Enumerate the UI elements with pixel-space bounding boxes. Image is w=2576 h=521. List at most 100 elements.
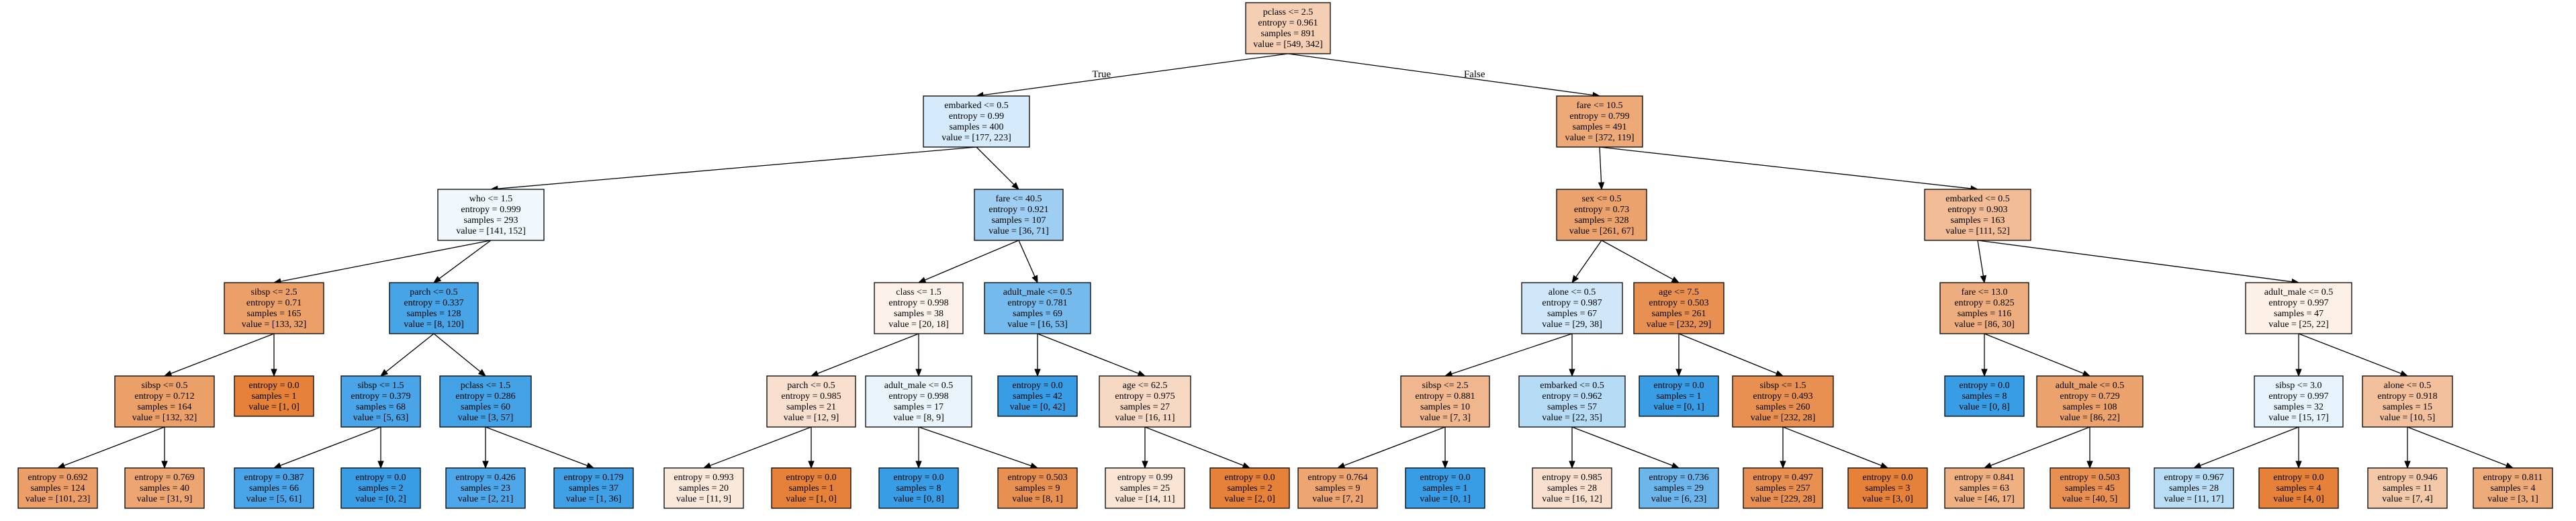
node-adult-male-text: adult_male <= 0.5 xyxy=(884,381,954,391)
true-branch-label: True xyxy=(1092,69,1111,80)
node-samples-text: samples = 42 xyxy=(1013,391,1062,401)
arrowhead-n9-n20 xyxy=(915,369,922,377)
arrowhead-n11-n24 xyxy=(1569,369,1575,377)
node-samples-text: samples = 107 xyxy=(992,216,1046,226)
node-value-text: value = [229, 28] xyxy=(1751,494,1816,504)
node-value-text: value = [101, 23] xyxy=(26,494,91,504)
node-samples-text: samples = 27 xyxy=(1120,402,1170,412)
node-box xyxy=(2254,375,2344,428)
node-value-text: value = [22, 35] xyxy=(1542,413,1602,423)
node-entropy-text: entropy = 0.975 xyxy=(1115,391,1175,401)
arrowhead-n20-n39 xyxy=(915,461,922,469)
node-entropy-text: entropy = 0.0 xyxy=(1862,473,1913,483)
node-pclass-text: pclass <= 1.5 xyxy=(461,381,511,391)
node-samples-text: samples = 2 xyxy=(1228,483,1273,493)
node-entropy-text: entropy = 0.0 xyxy=(1653,381,1704,391)
node-fare-text: fare <= 10.5 xyxy=(1576,101,1622,111)
edge-n30-n54 xyxy=(2407,426,2507,466)
node-entropy-text: entropy = 0.985 xyxy=(1542,473,1602,483)
node-entropy-text: entropy = 0.962 xyxy=(1542,391,1602,401)
node-sibsp-text: sibsp <= 2.5 xyxy=(1422,381,1468,391)
arrowhead-n24-n45 xyxy=(1569,461,1575,469)
node-box xyxy=(553,467,634,509)
node-entropy-text: entropy = 0.881 xyxy=(1415,391,1475,401)
edge-n11-n23 xyxy=(1451,333,1573,375)
node-samples-text: samples = 8 xyxy=(896,483,941,493)
node-box xyxy=(874,282,964,334)
node-samples-text: samples = 23 xyxy=(461,483,510,493)
edge-n8-n18 xyxy=(433,333,481,373)
node-entropy-text: entropy = 0.692 xyxy=(28,473,87,483)
edge-n3-n8 xyxy=(439,240,492,279)
node-fare-text: fare <= 13.0 xyxy=(1961,287,2007,297)
node-samples-text: samples = 8 xyxy=(1962,391,2007,401)
node-value-text: value = [4, 0] xyxy=(2273,494,2324,504)
node-samples-text: samples = 1 xyxy=(789,483,834,493)
node-box xyxy=(1743,467,1823,509)
node-entropy-text: entropy = 0.825 xyxy=(1954,298,2014,308)
node-embarked-text: embarked <= 0.5 xyxy=(1945,194,2009,204)
node-samples-text: samples = 1 xyxy=(252,391,297,401)
node-sibsp-text: sibsp <= 2.5 xyxy=(250,287,297,297)
node-alone-text: alone <= 0.5 xyxy=(1549,287,1596,297)
node-samples-text: samples = 400 xyxy=(950,122,1004,132)
node-entropy-text: entropy = 0.736 xyxy=(1649,473,1708,483)
node-samples-text: samples = 4 xyxy=(2491,483,2536,493)
node-samples-text: samples = 63 xyxy=(1960,483,2009,493)
node-samples-text: samples = 47 xyxy=(2274,309,2324,319)
node-box xyxy=(1944,467,2025,509)
node-box xyxy=(224,282,324,334)
node-samples-text: samples = 68 xyxy=(356,402,406,412)
false-branch-label: False xyxy=(1464,69,1485,80)
edge-n1-n3 xyxy=(497,146,977,189)
edge-n5-n12 xyxy=(1601,240,1673,280)
node-value-text: value = [0, 1] xyxy=(1653,402,1704,412)
node-value-text: value = [36, 71] xyxy=(988,226,1049,236)
node-samples-text: samples = 1 xyxy=(1657,391,1702,401)
arrowhead-n22-n41 xyxy=(1142,461,1148,469)
node-sibsp-text: sibsp <= 1.5 xyxy=(1759,381,1806,391)
node-value-text: value = [0, 8] xyxy=(1959,402,2010,412)
node-samples-text: samples = 257 xyxy=(1756,483,1810,493)
node-box xyxy=(1521,282,1623,334)
node-samples-text: samples = 67 xyxy=(1547,309,1597,319)
node-box xyxy=(437,189,545,241)
node-entropy-text: entropy = 0.0 xyxy=(2273,473,2324,483)
node-box xyxy=(1639,467,1719,509)
node-value-text: value = [8, 9] xyxy=(893,413,944,423)
arrowhead-n23-n44 xyxy=(1442,461,1448,469)
node-box xyxy=(2473,467,2553,509)
node-samples-text: samples = 21 xyxy=(786,402,836,412)
node-samples-text: samples = 28 xyxy=(1547,483,1597,493)
node-samples-text: samples = 128 xyxy=(407,309,461,319)
node-box xyxy=(2154,467,2234,509)
arrowhead-n30-n53 xyxy=(2404,461,2411,469)
arrowhead-n29-n52 xyxy=(2295,461,2302,469)
node-samples-text: samples = 164 xyxy=(138,402,192,412)
node-sibsp-text: sibsp <= 1.5 xyxy=(357,381,404,391)
node-box xyxy=(1556,189,1647,241)
node-entropy-text: entropy = 0.998 xyxy=(888,391,948,401)
node-box xyxy=(340,467,421,509)
arrowhead-n1-n4 xyxy=(1011,182,1019,190)
node-value-text: value = [46, 17] xyxy=(1954,494,2015,504)
node-entropy-text: entropy = 0.0 xyxy=(1420,473,1470,483)
node-samples-text: samples = 32 xyxy=(2274,402,2324,412)
node-entropy-text: entropy = 0.337 xyxy=(404,298,463,308)
